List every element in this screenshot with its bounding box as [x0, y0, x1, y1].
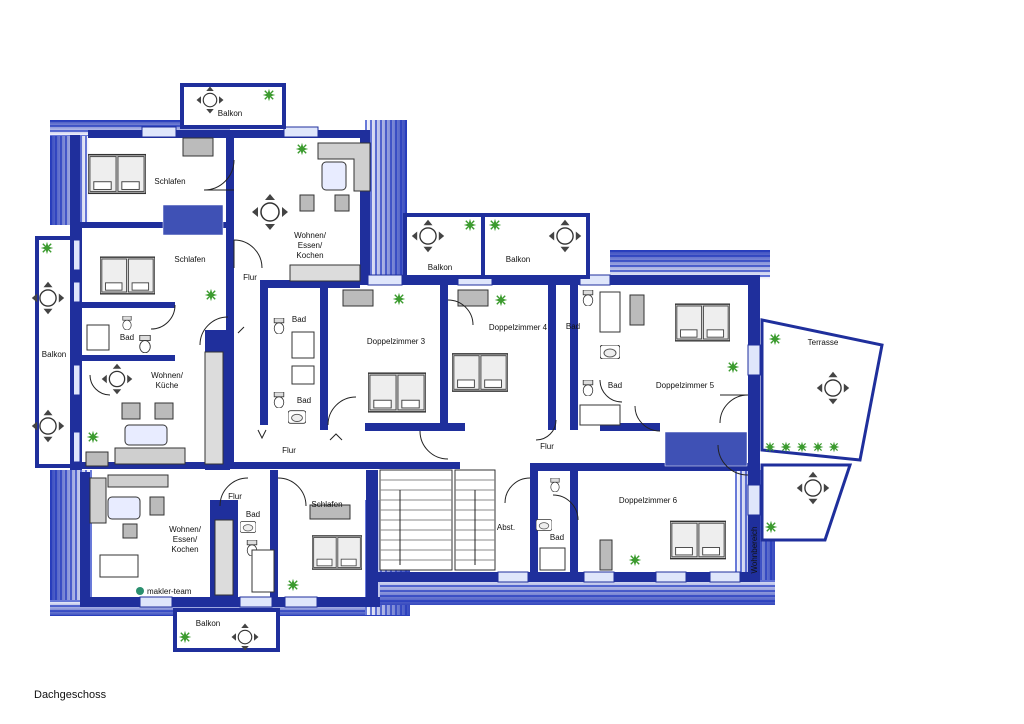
- label-wohnen-nw-3: Kochen: [296, 251, 323, 260]
- label-doppelzimmer-5: Doppelzimmer 5: [656, 381, 715, 390]
- label-bad-west: Bad: [120, 333, 134, 342]
- label-balkon-d4: Balkon: [506, 255, 530, 264]
- windows: [69, 126, 761, 608]
- label-abst: Abst.: [497, 523, 515, 532]
- doors: [89, 159, 749, 521]
- label-wohnen-sw-3: Kochen: [171, 545, 198, 554]
- label-wohnen-nw-2: Essen/: [298, 241, 323, 250]
- label-schlafen-s: Schlafen: [311, 500, 342, 509]
- living-furniture: [85, 137, 645, 596]
- label-wohnen-kueche-2: Küche: [156, 381, 179, 390]
- label-bad-sw: Bad: [246, 510, 260, 519]
- label-doppelzimmer-3: Doppelzimmer 3: [367, 337, 426, 346]
- label-balkon-bottom: Balkon: [196, 619, 220, 628]
- label-bad-e1: Bad: [566, 322, 580, 331]
- roof-slopes: [50, 120, 775, 616]
- label-terrasse: Terrasse: [808, 338, 839, 347]
- label-schlafen-w2: Schlafen: [174, 255, 205, 264]
- label-wohnbereich: Wohnbereich: [750, 527, 759, 574]
- floor-caption: Dachgeschoss: [34, 689, 107, 701]
- label-wohnen-kueche-1: Wohnen/: [151, 371, 184, 380]
- label-bad-w2: Bad: [297, 396, 311, 405]
- label-flur-center: Flur: [282, 446, 296, 455]
- label-bad-w1: Bad: [292, 315, 306, 324]
- staircase: [379, 469, 496, 571]
- bathroom-fixtures: [86, 290, 621, 593]
- room-labels: Balkon Schlafen Wohnen/ Essen/ Kochen Ba…: [42, 109, 839, 628]
- label-flur-east: Flur: [540, 442, 554, 451]
- label-doppelzimmer-4: Doppelzimmer 4: [489, 323, 548, 332]
- label-wohnen-sw-1: Wohnen/: [169, 525, 202, 534]
- label-bad-se: Bad: [550, 533, 564, 542]
- shafts: [162, 204, 748, 467]
- label-wohnen-nw-1: Wohnen/: [294, 231, 327, 240]
- svg-text:makler-team: makler-team: [147, 587, 192, 596]
- label-balkon-top: Balkon: [218, 109, 242, 118]
- label-wohnen-sw-2: Essen/: [173, 535, 198, 544]
- label-schlafen-nw: Schlafen: [154, 177, 185, 186]
- label-flur-sw: Flur: [228, 492, 242, 501]
- label-balkon-west: Balkon: [42, 350, 66, 359]
- label-doppelzimmer-6: Doppelzimmer 6: [619, 496, 678, 505]
- label-bad-e2: Bad: [608, 381, 622, 390]
- company-logo: makler-team: [136, 587, 192, 596]
- label-flur-w: Flur: [243, 273, 257, 282]
- label-balkon-d3: Balkon: [428, 263, 452, 272]
